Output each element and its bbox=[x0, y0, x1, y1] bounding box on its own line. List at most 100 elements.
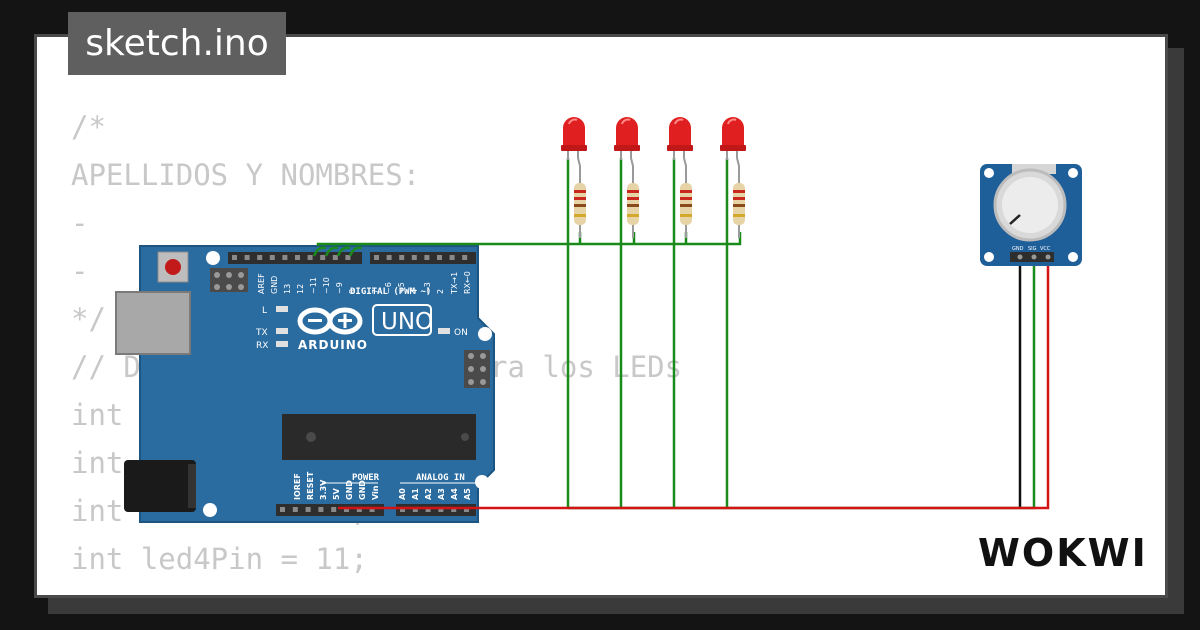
led-on-label: ON bbox=[454, 328, 468, 338]
header-pin[interactable] bbox=[411, 255, 417, 260]
led-4[interactable] bbox=[720, 117, 746, 178]
atmega-chip bbox=[282, 414, 476, 460]
reset-button[interactable] bbox=[157, 251, 189, 283]
wokwi-logo-text: WOKWI bbox=[978, 531, 1148, 575]
analog-pin-label: A1 bbox=[411, 488, 420, 500]
mounting-hole bbox=[475, 475, 489, 489]
arduino-brand-label: ARDUINO bbox=[298, 338, 368, 352]
power-pin-label: GND bbox=[345, 480, 354, 500]
analog-pin-label: A5 bbox=[463, 488, 472, 500]
power-pin-label: 5V bbox=[332, 487, 341, 500]
led-l-indicator bbox=[276, 306, 288, 312]
digital-pin-label: 2 bbox=[436, 289, 445, 294]
digital-pin-label: 8 bbox=[348, 289, 357, 294]
header-pin[interactable] bbox=[386, 255, 392, 260]
header-pin[interactable] bbox=[449, 255, 455, 260]
resistor-3[interactable] bbox=[680, 178, 692, 238]
uno-model-label: UNO bbox=[381, 309, 433, 335]
dc-jack bbox=[124, 460, 196, 512]
header-pin[interactable] bbox=[292, 507, 298, 512]
header-pin[interactable] bbox=[244, 255, 250, 260]
digital-pin-label: ~9 bbox=[335, 282, 344, 294]
digital-pin-label: 13 bbox=[283, 284, 292, 294]
usb-connector bbox=[115, 291, 191, 355]
analog-pin-label: A0 bbox=[398, 488, 407, 500]
digital-pin-label: AREF bbox=[257, 273, 266, 294]
header-pin[interactable] bbox=[280, 507, 285, 512]
header-pin[interactable] bbox=[295, 255, 300, 260]
wokwi-logo: WOKWI bbox=[978, 531, 1148, 575]
header-pin[interactable] bbox=[332, 255, 338, 260]
header-pin[interactable] bbox=[464, 507, 469, 512]
header-pin[interactable] bbox=[399, 255, 405, 260]
code-line: */ bbox=[71, 302, 106, 336]
header-pin[interactable] bbox=[438, 507, 444, 512]
digital-header-label: DIGITAL (PWM ~) bbox=[350, 287, 431, 297]
wire-pin-jumper[interactable] bbox=[312, 246, 327, 257]
mounting-hole bbox=[203, 503, 217, 517]
header-pin[interactable] bbox=[374, 255, 379, 260]
led-tx-indicator bbox=[276, 328, 288, 334]
header-pin[interactable] bbox=[269, 255, 275, 260]
digital-pin-dots bbox=[232, 255, 468, 260]
header-pin[interactable] bbox=[320, 255, 326, 260]
header-pin[interactable] bbox=[356, 507, 362, 512]
code-line: /* bbox=[71, 110, 106, 144]
code-line: - bbox=[71, 206, 89, 240]
wire-pin-jumper[interactable] bbox=[324, 246, 339, 257]
wires bbox=[312, 158, 1050, 510]
bottom-pin-dots bbox=[280, 507, 469, 512]
power-pin-label: IOREF bbox=[293, 473, 302, 500]
header-pin[interactable] bbox=[305, 507, 311, 512]
header-pin[interactable] bbox=[344, 507, 349, 512]
header-pin[interactable] bbox=[331, 507, 337, 512]
analog-pin-label: A2 bbox=[424, 488, 433, 500]
resistor-4[interactable] bbox=[733, 178, 745, 238]
header-pin[interactable] bbox=[345, 255, 351, 260]
digital-pin-label: ~10 bbox=[322, 277, 331, 294]
wire-pin-jumper[interactable] bbox=[348, 246, 363, 257]
header-pin[interactable] bbox=[424, 255, 430, 260]
potentiometer-module[interactable]: GND SIG VCC bbox=[980, 164, 1082, 266]
wire-pot-sig[interactable] bbox=[568, 258, 1036, 510]
code-line: APELLIDOS Y NOMBRES: bbox=[71, 158, 421, 192]
header-pin[interactable] bbox=[282, 255, 288, 260]
code-line: - bbox=[71, 254, 89, 288]
header-pin[interactable] bbox=[232, 255, 237, 260]
resistor-2[interactable] bbox=[627, 178, 639, 238]
led-rx-label: RX bbox=[256, 341, 268, 351]
header-pin[interactable] bbox=[369, 507, 375, 512]
led-2[interactable] bbox=[614, 117, 640, 178]
header-pin[interactable] bbox=[318, 507, 324, 512]
resistor-1[interactable] bbox=[574, 178, 586, 238]
power-header-label: POWER bbox=[352, 473, 380, 483]
icsp-header bbox=[210, 268, 248, 292]
dc-jack-rim bbox=[188, 464, 196, 508]
analog-pin-label: A4 bbox=[450, 488, 459, 500]
wire-pin-jumper[interactable] bbox=[336, 246, 351, 257]
arduino-logo bbox=[297, 307, 363, 335]
header-pin[interactable] bbox=[462, 255, 468, 260]
header-pin[interactable] bbox=[257, 255, 263, 260]
header-pin[interactable] bbox=[400, 507, 405, 512]
wire-ground-rail[interactable] bbox=[316, 232, 742, 246]
header-pin[interactable] bbox=[451, 507, 457, 512]
digital-pin-label: 12 bbox=[296, 284, 305, 294]
reset-button-cap[interactable] bbox=[165, 259, 181, 275]
led-tx-label: TX bbox=[255, 328, 268, 338]
wire-pot-vcc[interactable] bbox=[338, 258, 1050, 510]
led-1[interactable] bbox=[561, 117, 587, 178]
header-pin[interactable] bbox=[425, 507, 431, 512]
header-pin[interactable] bbox=[307, 255, 313, 260]
header-pin[interactable] bbox=[437, 255, 442, 260]
power-header[interactable] bbox=[276, 504, 384, 516]
header-pin[interactable] bbox=[412, 507, 418, 512]
led-array bbox=[561, 117, 746, 238]
led-3[interactable] bbox=[667, 117, 693, 178]
power-pin-label: GND bbox=[358, 480, 367, 500]
